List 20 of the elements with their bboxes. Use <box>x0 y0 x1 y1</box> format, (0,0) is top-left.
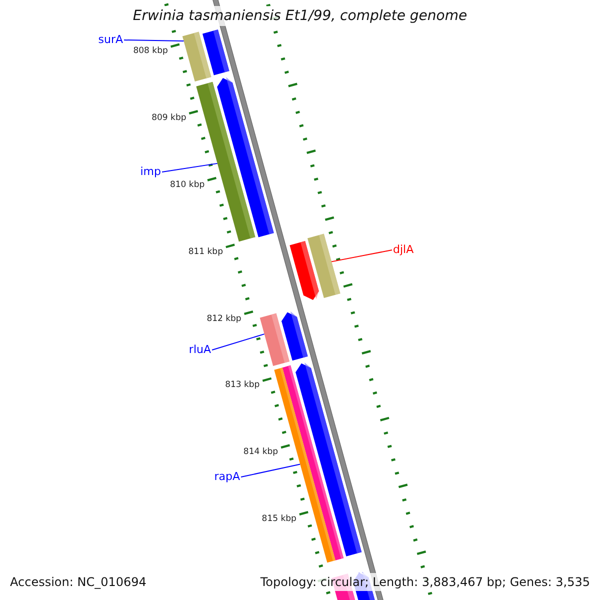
scale-label: 811 kbp <box>188 246 223 257</box>
gene-label: rapA <box>214 470 240 483</box>
gene-label: surA <box>98 33 123 46</box>
leader-line <box>212 334 265 350</box>
gene-bar <box>307 234 340 298</box>
genome-stats-text: Topology: circular; Length: 3,883,467 bp; Genes: 3,535 <box>258 573 592 591</box>
scale-label: 815 kbp <box>262 514 296 524</box>
gene-label: djlA <box>393 243 414 256</box>
scale-label: 809 kbp <box>152 113 186 124</box>
leader-line <box>162 162 218 172</box>
scale-label: 810 kbp <box>170 180 205 190</box>
scale-label: 808 kbp <box>133 46 168 56</box>
gene-bar <box>260 313 290 366</box>
leader-line <box>240 464 301 478</box>
leader-line <box>124 40 184 42</box>
scale-label: 813 kbp <box>225 380 260 390</box>
gene-label: imp <box>140 165 161 178</box>
gene-bar <box>182 32 212 82</box>
scale-label: 814 kbp <box>243 447 278 458</box>
gene-label: rluA <box>188 343 211 356</box>
